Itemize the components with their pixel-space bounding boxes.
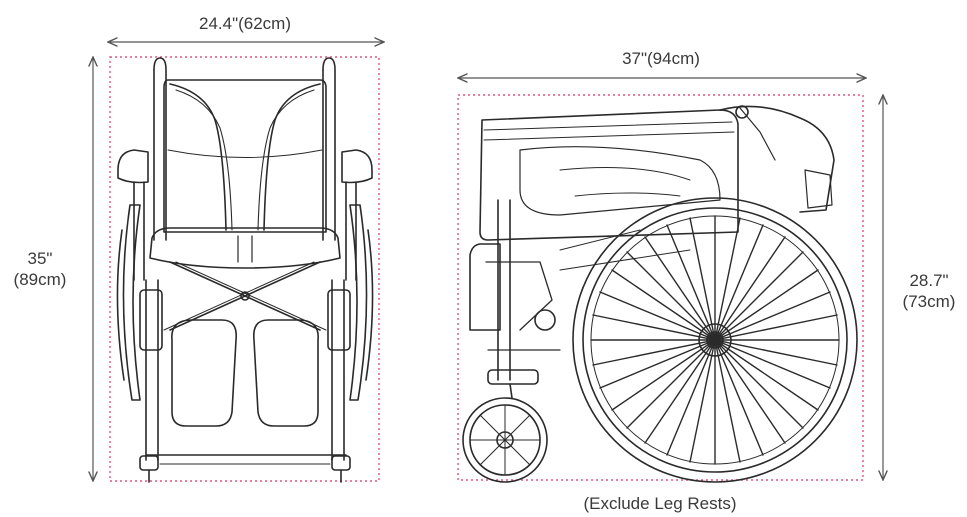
exclude-leg-rests-note: (Exclude Leg Rests) — [583, 494, 737, 513]
front-view — [93, 42, 384, 483]
front-height-label-inches: 35" — [27, 249, 53, 268]
folded-height-label-inches: 28.7" — [909, 271, 949, 290]
folded-length-label: 37"(94cm) — [622, 49, 700, 68]
front-view-bounding-box — [109, 56, 380, 482]
folded-view — [458, 78, 883, 483]
folded-wheelchair-drawing — [462, 105, 858, 483]
folded-height-label: 28.7" (73cm) — [892, 270, 966, 312]
front-height-label: 35" (89cm) — [0, 248, 80, 290]
front-width-label: 24.4"(62cm) — [198, 14, 291, 33]
front-height-label-cm: (89cm) — [13, 270, 67, 289]
front-wheelchair-drawing — [116, 57, 374, 483]
folded-height-label-cm: (73cm) — [902, 292, 956, 311]
